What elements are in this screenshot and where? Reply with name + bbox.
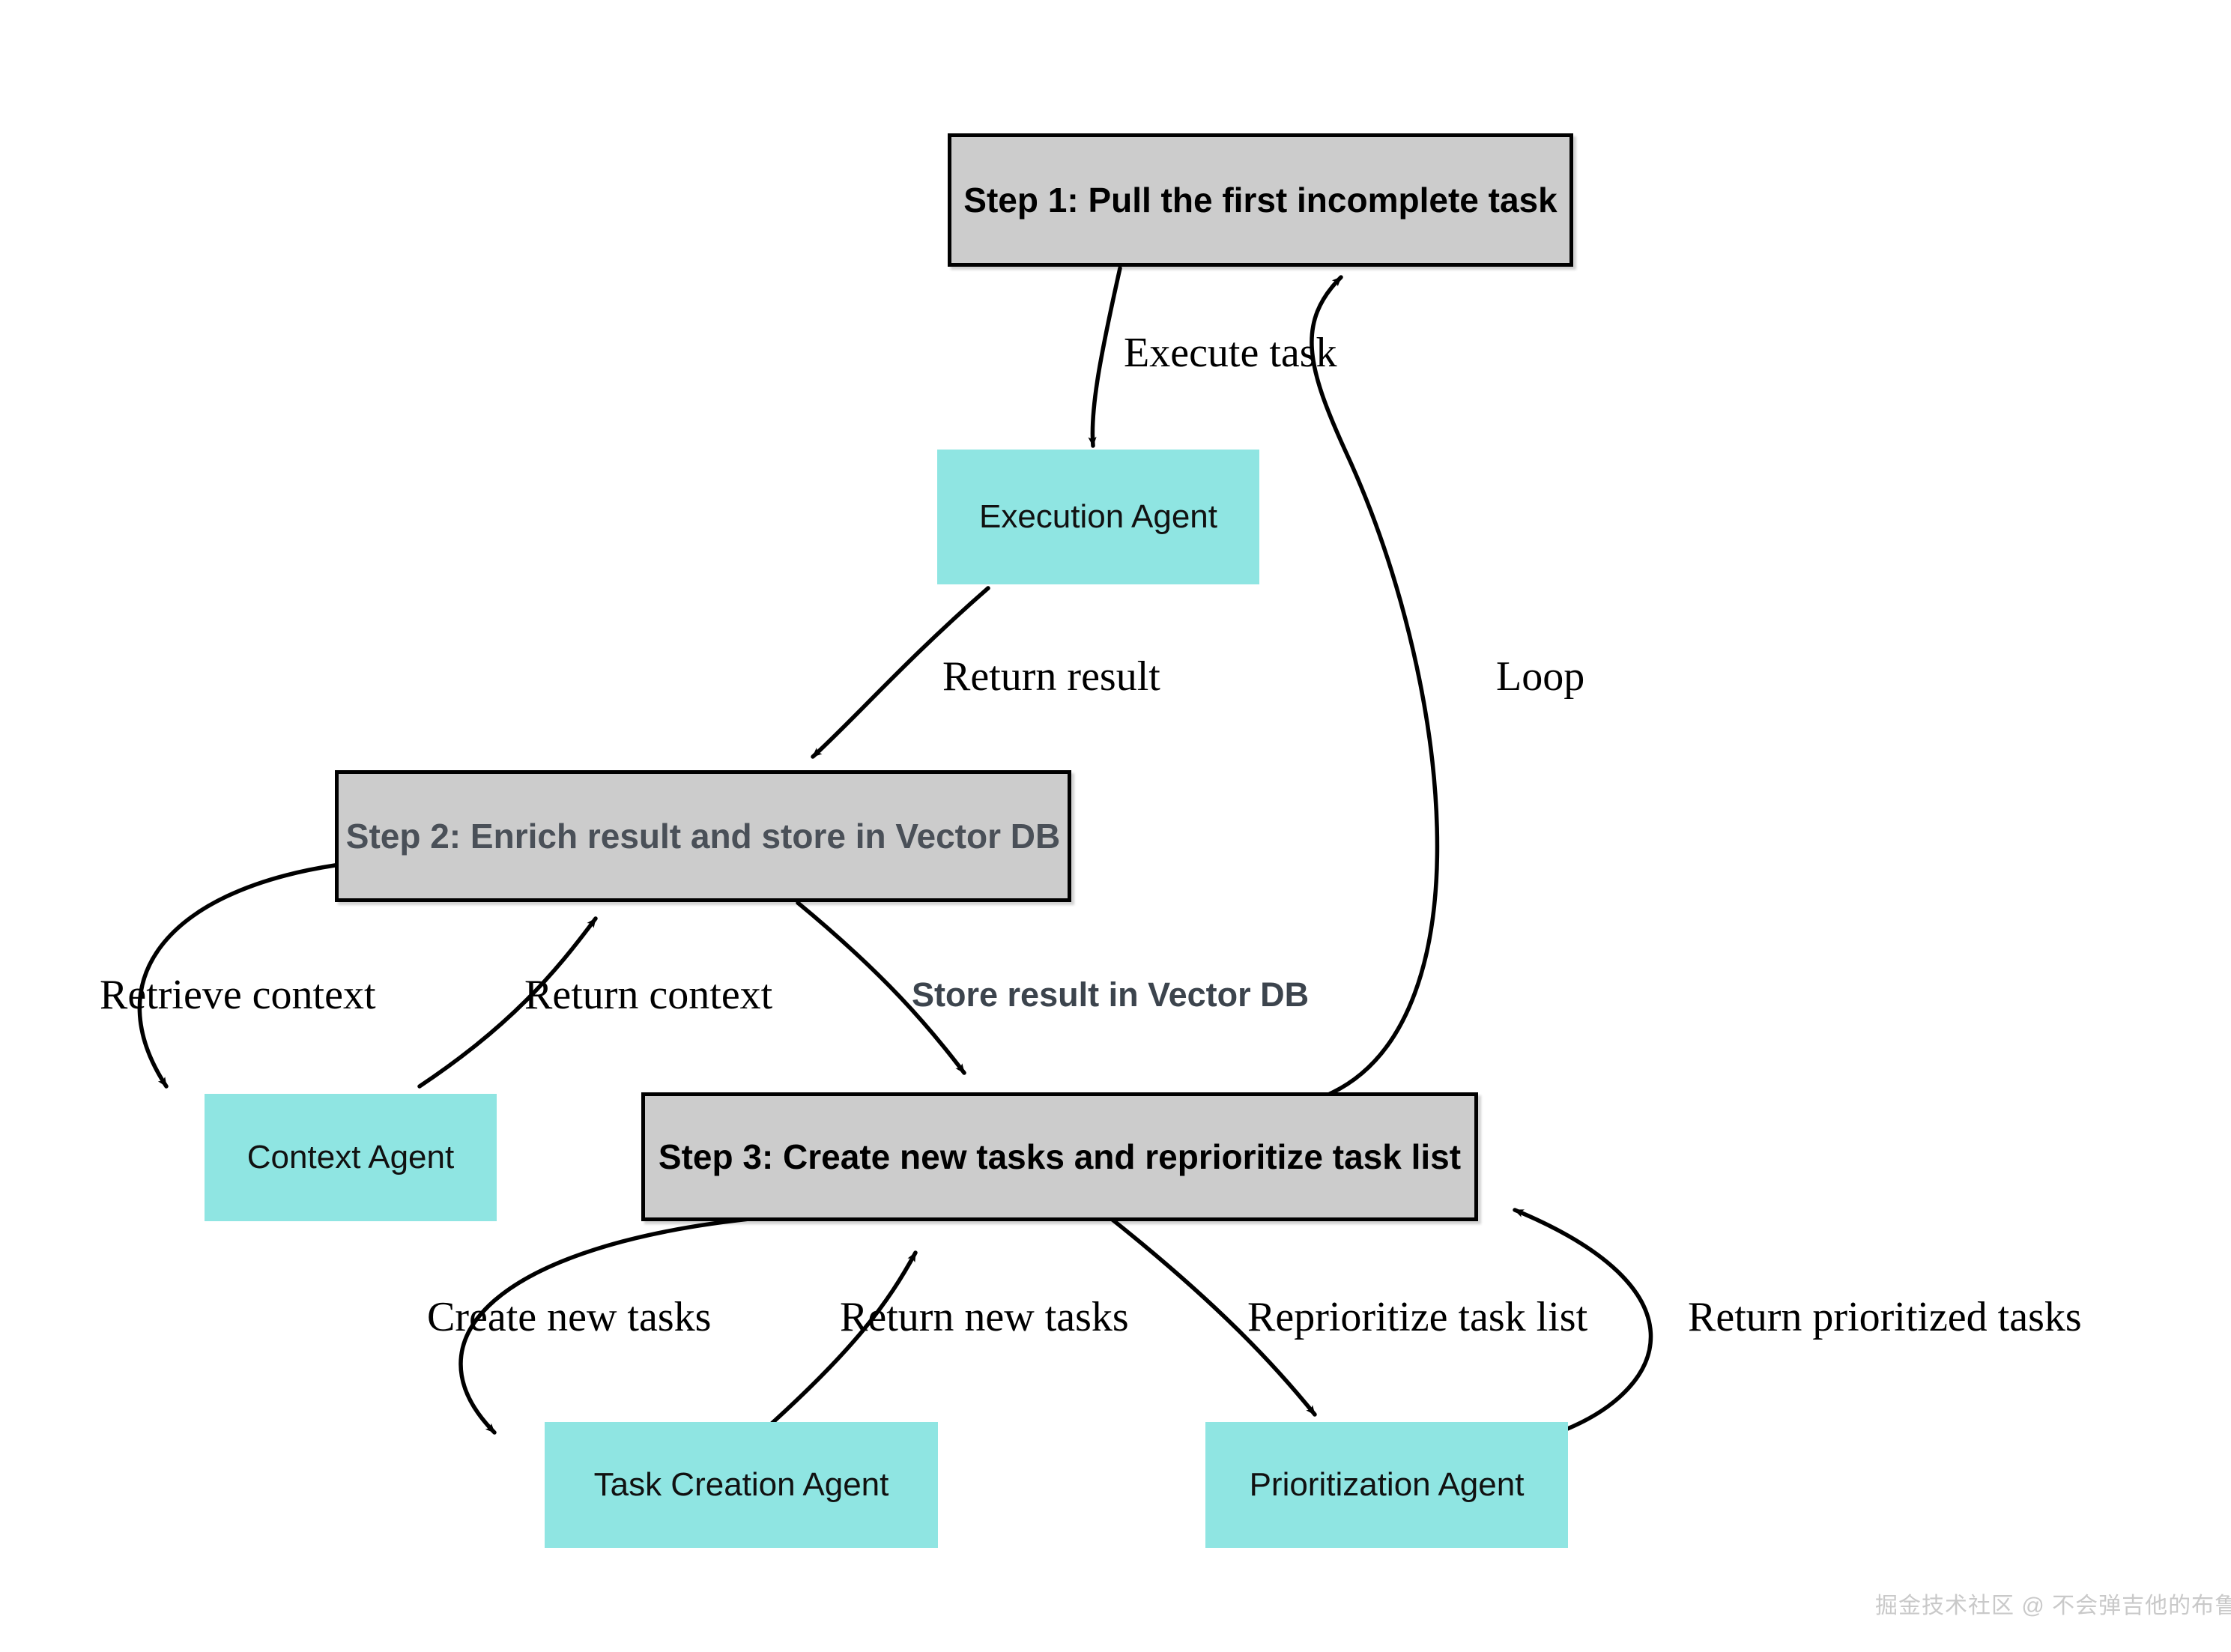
edge-label-retrieve-context: Retrieve context — [100, 974, 376, 1016]
edge-label-create-new-tasks-text: Create new tasks — [427, 1294, 712, 1340]
node-step-2[interactable]: Step 2: Enrich result and store in Vecto… — [335, 770, 1071, 902]
node-execution-agent[interactable]: Execution Agent — [937, 450, 1259, 584]
edge-label-return-prioritized-tasks-text: Return prioritized tasks — [1688, 1294, 2082, 1340]
node-step-1-label: Step 1: Pull the first incomplete task — [963, 180, 1558, 220]
watermark-text: 掘金技术社区 @ 不会弹吉他的布鲁克 — [1875, 1594, 2231, 1618]
node-prioritization-agent-label: Prioritization Agent — [1249, 1465, 1525, 1503]
node-context-agent-label: Context Agent — [246, 1138, 455, 1176]
edge-label-store-result: Store result in Vector DB — [912, 978, 1309, 1011]
edge-label-return-result-text: Return result — [942, 653, 1160, 700]
watermark: 掘金技术社区 @ 不会弹吉他的布鲁克 — [1875, 1587, 2231, 1620]
node-execution-agent-label: Execution Agent — [978, 497, 1217, 535]
node-step-1[interactable]: Step 1: Pull the first incomplete task — [948, 133, 1573, 267]
node-task-creation-agent-label: Task Creation Agent — [593, 1465, 889, 1503]
edge-label-return-new-tasks-text: Return new tasks — [840, 1294, 1129, 1340]
node-context-agent[interactable]: Context Agent — [205, 1094, 497, 1221]
node-prioritization-agent[interactable]: Prioritization Agent — [1205, 1422, 1568, 1548]
edge-label-reprioritize-task-list-text: Reprioritize task list — [1247, 1294, 1588, 1340]
edge-label-store-result-text: Store result in Vector DB — [912, 975, 1310, 1014]
edge-label-loop-text: Loop — [1496, 653, 1585, 700]
edge-label-loop: Loop — [1496, 656, 1584, 698]
edge-label-return-new-tasks: Return new tasks — [840, 1296, 1129, 1338]
edge-loop — [1310, 275, 1440, 1096]
edge-label-return-context: Return context — [524, 974, 772, 1016]
node-task-creation-agent[interactable]: Task Creation Agent — [545, 1422, 938, 1548]
node-step-3-label: Step 3: Create new tasks and reprioritiz… — [658, 1137, 1462, 1176]
node-step-2-label: Step 2: Enrich result and store in Vecto… — [345, 816, 1061, 856]
edge-label-return-result: Return result — [942, 656, 1160, 698]
edge-label-reprioritize-task-list: Reprioritize task list — [1247, 1296, 1587, 1338]
edge-label-create-new-tasks: Create new tasks — [427, 1296, 711, 1338]
edge-label-execute-task: Execute task — [1124, 332, 1337, 374]
edge-label-return-context-text: Return context — [524, 972, 773, 1018]
edge-label-return-prioritized-tasks: Return prioritized tasks — [1688, 1296, 2082, 1338]
edge-label-retrieve-context-text: Retrieve context — [100, 972, 376, 1018]
edge-execute-task — [1088, 266, 1122, 448]
node-step-3[interactable]: Step 3: Create new tasks and reprioritiz… — [641, 1092, 1478, 1221]
edge-label-execute-task-text: Execute task — [1124, 330, 1337, 376]
